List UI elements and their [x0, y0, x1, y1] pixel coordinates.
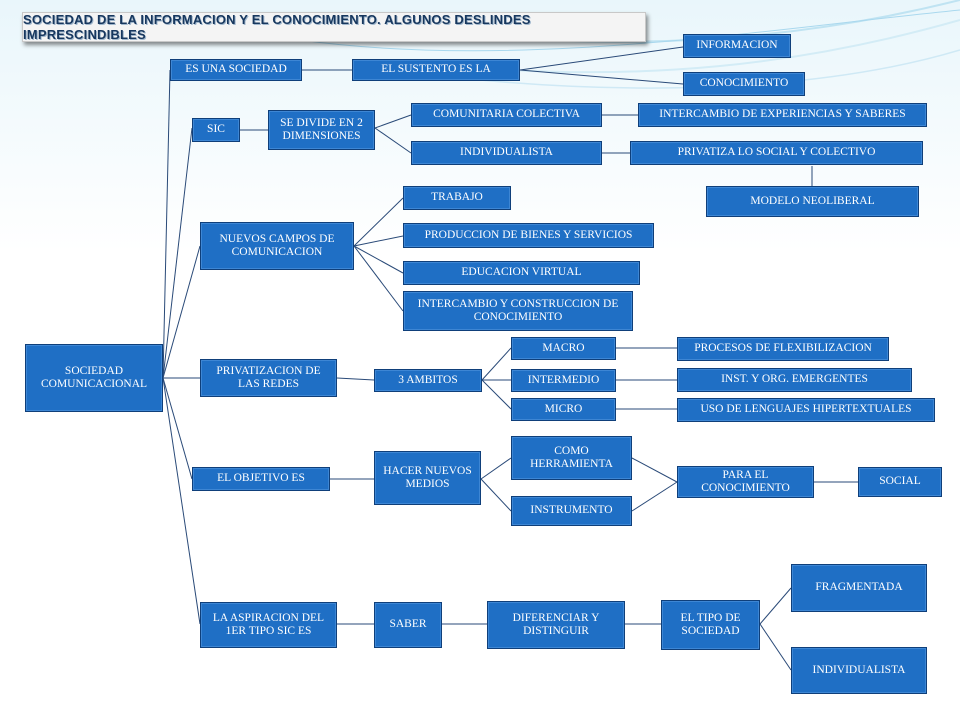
node-conocimiento: CONOCIMIENTO [683, 72, 805, 96]
node-diferenciar: DIFERENCIAR Y DISTINGUIR [487, 601, 625, 649]
node-informacion: INFORMACION [683, 34, 791, 58]
node-fragmentada: FRAGMENTADA [791, 564, 927, 612]
node-como-herramienta: COMO HERRAMIENTA [511, 436, 632, 480]
node-privatizacion-redes: PRIVATIZACION DE LAS REDES [200, 359, 337, 397]
node-sic: SIC [192, 118, 240, 142]
node-social: SOCIAL [858, 467, 942, 497]
page-title: SOCIEDAD DE LA INFORMACION Y EL CONOCIMI… [22, 12, 646, 42]
node-se-divide: SE DIVIDE EN 2 DIMENSIONES [268, 110, 375, 150]
node-tipo-de-sociedad: EL TIPO DE SOCIEDAD [661, 600, 760, 650]
node-produccion: PRODUCCION DE BIENES Y SERVICIOS [403, 223, 654, 248]
node-el-objetivo: EL OBJETIVO ES [192, 467, 330, 491]
node-educacion-virtual: EDUCACION VIRTUAL [403, 261, 640, 285]
node-para-el-conocimiento: PARA EL CONOCIMIENTO [677, 466, 814, 498]
node-uso-lenguajes: USO DE LENGUAJES HIPERTEXTUALES [677, 398, 935, 422]
node-privatiza: PRIVATIZA LO SOCIAL Y COLECTIVO [630, 141, 923, 165]
node-hacer-nuevos-medios: HACER NUEVOS MEDIOS [374, 451, 481, 505]
node-3-ambitos: 3 AMBITOS [374, 369, 482, 392]
node-individualista-sic: INDIVIDUALISTA [411, 141, 602, 165]
node-individualista-tipo: INDIVIDUALISTA [791, 647, 927, 694]
node-intercambio-experiencias: INTERCAMBIO DE EXPERIENCIAS Y SABERES [638, 103, 927, 127]
node-trabajo: TRABAJO [403, 186, 511, 210]
node-modelo-neoliberal: MODELO NEOLIBERAL [706, 186, 919, 217]
node-la-aspiracion: LA ASPIRACION DEL 1ER TIPO SIC ES [200, 602, 337, 648]
node-es-una-sociedad: ES UNA SOCIEDAD [170, 59, 302, 81]
node-intermedio: INTERMEDIO [511, 369, 616, 392]
node-comunitaria-colectiva: COMUNITARIA COLECTIVA [411, 103, 602, 127]
node-inst-org-emergentes: INST. Y ORG. EMERGENTES [677, 368, 912, 392]
node-nuevos-campos: NUEVOS CAMPOS DE COMUNICACION [200, 222, 354, 270]
node-intercambio-construccion: INTERCAMBIO Y CONSTRUCCION DE CONOCIMIEN… [403, 291, 633, 331]
node-sociedad-comunicacional: SOCIEDAD COMUNICACIONAL [25, 344, 163, 412]
node-macro: MACRO [511, 337, 616, 360]
node-el-sustento: EL SUSTENTO ES LA [352, 59, 520, 81]
node-micro: MICRO [511, 398, 616, 421]
node-instrumento: INSTRUMENTO [511, 496, 632, 526]
node-procesos-flexibilizacion: PROCESOS DE FLEXIBILIZACION [677, 337, 889, 361]
node-saber: SABER [374, 602, 442, 648]
